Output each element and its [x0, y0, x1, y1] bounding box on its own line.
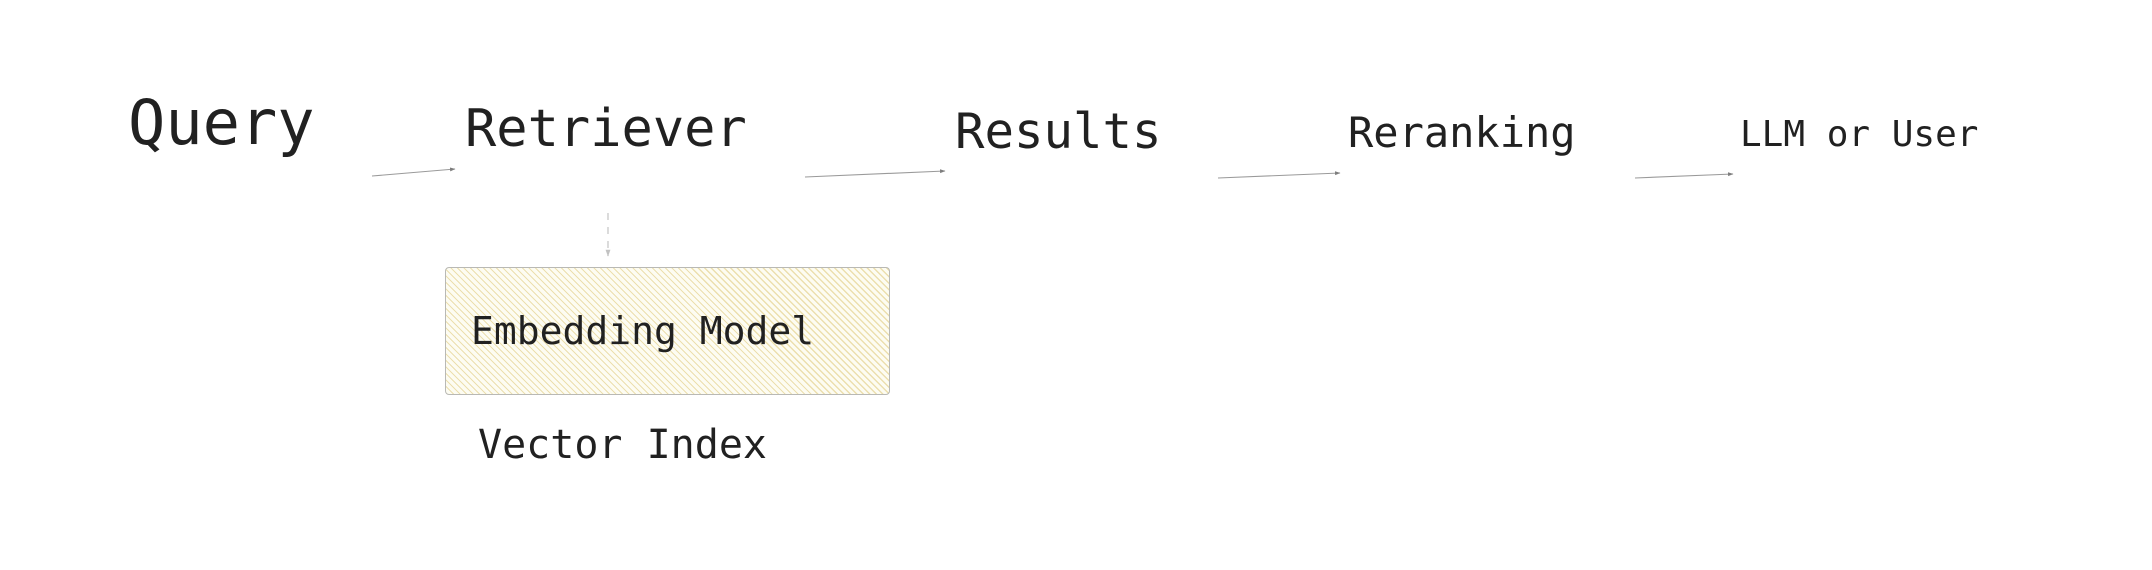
embedding-model-label: Embedding Model	[471, 309, 815, 353]
edge-results-to-reranking	[1217, 171, 1341, 179]
node-retriever[interactable]: Retriever	[465, 99, 747, 159]
edge-reranking-to-llm-user	[1634, 172, 1734, 179]
node-llm-or-user[interactable]: LLM or User	[1740, 114, 1979, 155]
embedding-model-box[interactable]: Embedding Model	[445, 267, 890, 395]
edge-retriever-to-results	[804, 169, 946, 178]
node-reranking[interactable]: Reranking	[1348, 108, 1576, 157]
vector-index-caption: Vector Index	[478, 422, 767, 468]
node-query[interactable]: Query	[128, 86, 315, 159]
node-results[interactable]: Results	[955, 103, 1162, 160]
edge-query-to-retriever	[371, 167, 456, 177]
